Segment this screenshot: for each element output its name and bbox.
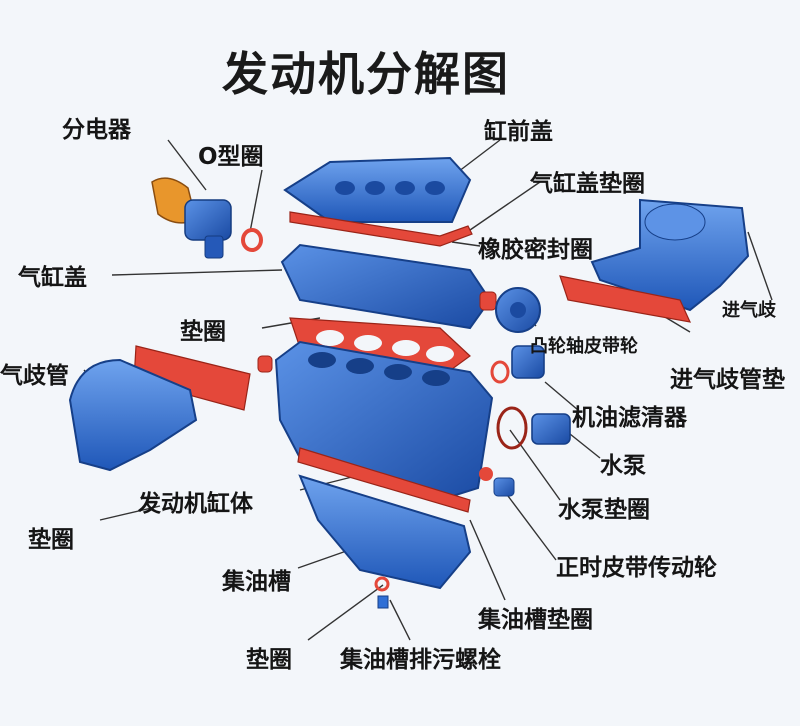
head-cover-part bbox=[283, 156, 472, 223]
exhaust-manifold-part bbox=[68, 358, 198, 472]
o-ring-part bbox=[241, 228, 263, 252]
cylinder-head-part bbox=[280, 243, 497, 330]
label-exhaust-manifold: 气歧管 bbox=[0, 363, 69, 389]
water-pump-gasket-part bbox=[496, 406, 528, 450]
block-plug bbox=[257, 355, 273, 373]
label-oil-sump: 集油槽 bbox=[222, 569, 291, 595]
label-exhaust-gasket: 垫圈 bbox=[28, 527, 74, 553]
label-drain-bolt: 集油槽排污螺栓 bbox=[340, 647, 501, 673]
label-water-pump-gasket: 水泵垫圈 bbox=[558, 497, 650, 523]
label-head-cover-gasket: 气缸盖垫圈 bbox=[530, 171, 645, 197]
oil-filter-part bbox=[490, 345, 545, 384]
sump-gasket-part bbox=[297, 447, 471, 513]
timing-pulley-part bbox=[479, 467, 515, 497]
label-camshaft-belt-pulley: 凸轮轴皮带轮 bbox=[530, 336, 638, 357]
head-cover-gasket-part bbox=[289, 211, 473, 247]
label-intake-manifold-gasket: 进气歧管垫 bbox=[670, 367, 785, 393]
label-head-gasket: 垫圈 bbox=[180, 319, 226, 345]
label-intake-manifold: 进气歧 bbox=[722, 300, 776, 321]
label-distributor: 分电器 bbox=[62, 117, 131, 143]
drain-bolt-part bbox=[377, 595, 389, 609]
label-rubber-seal: 橡胶密封圈 bbox=[478, 237, 593, 263]
label-cylinder-head: 气缸盖 bbox=[18, 265, 87, 291]
intake-manifold-part bbox=[590, 198, 750, 312]
oil-sump-part bbox=[298, 474, 472, 590]
label-water-pump: 水泵 bbox=[600, 453, 646, 479]
diagram-title: 发动机分解图 bbox=[222, 47, 510, 101]
label-drain-washer: 垫圈 bbox=[246, 647, 292, 673]
intake-gasket-part bbox=[559, 275, 692, 323]
drain-washer-part bbox=[374, 576, 390, 592]
label-oil-filter: 机油滤清器 bbox=[572, 405, 687, 431]
label-timing-belt-pulley: 正时皮带传动轮 bbox=[556, 555, 717, 581]
camshaft-pulley-part bbox=[495, 287, 541, 333]
label-sump-gasket: 集油槽垫圈 bbox=[478, 607, 593, 633]
label-cylinder-head-cover: 缸前盖 bbox=[484, 119, 553, 145]
water-pump-part bbox=[531, 413, 571, 445]
distributor-part bbox=[151, 177, 232, 259]
label-o-ring: O型圈 bbox=[198, 144, 264, 170]
label-engine-block: 发动机缸体 bbox=[138, 491, 253, 517]
